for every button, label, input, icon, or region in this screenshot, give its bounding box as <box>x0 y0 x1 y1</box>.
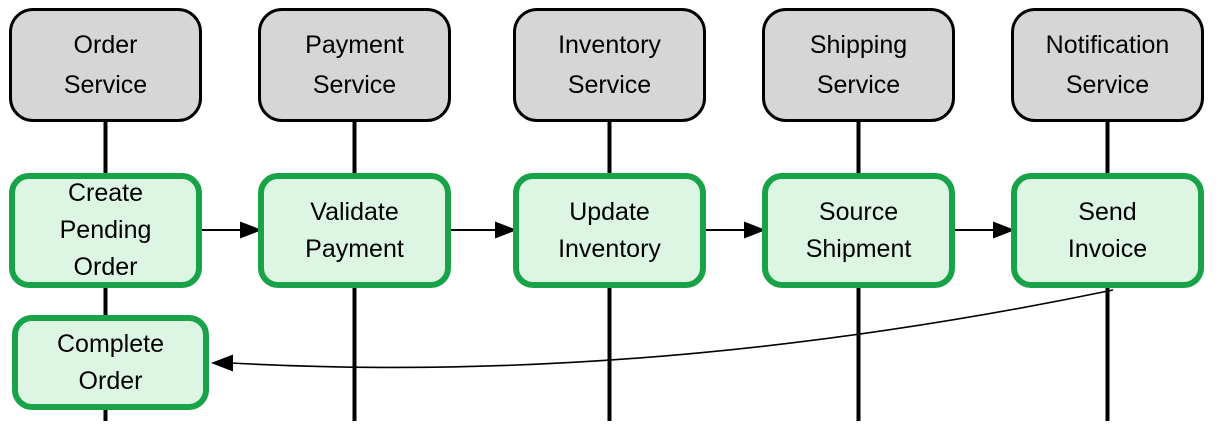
step-label-line: Validate <box>310 197 399 226</box>
step-box-update-inventory: Update Inventory <box>513 173 706 288</box>
service-box-shipping: Shipping Service <box>762 8 955 122</box>
service-box-inventory: Inventory Service <box>513 8 706 122</box>
service-label-line: Service <box>312 71 397 99</box>
step-label-line: Order <box>73 253 138 281</box>
step-label-line: Send <box>1078 197 1137 226</box>
service-label-line: Order <box>73 31 138 59</box>
step-box-source-shipment: Source Shipment <box>762 173 955 288</box>
service-label-line: Notification <box>1045 31 1170 59</box>
step-box-send-invoice: Send Invoice <box>1011 173 1204 288</box>
arrow-validate-to-update <box>451 221 517 239</box>
service-label-line: Shipping <box>809 31 908 59</box>
step-box-create-pending-order: Create Pending Order <box>9 173 202 288</box>
arrow-source-to-send <box>955 221 1015 239</box>
step-label-line: Invoice <box>1067 234 1148 263</box>
service-label-line: Service <box>63 71 148 99</box>
step-label-line: Order <box>78 366 143 395</box>
service-box-order: Order Service <box>9 8 202 122</box>
step-box-validate-payment: Validate Payment <box>258 173 451 288</box>
arrow-create-to-validate <box>202 221 262 239</box>
step-label-line: Shipment <box>805 234 912 263</box>
service-label-line: Payment <box>305 31 404 59</box>
step-label-line: Create <box>67 179 144 207</box>
service-label-line: Service <box>816 71 901 99</box>
step-label-line: Source <box>818 197 899 226</box>
service-label-line: Inventory <box>558 31 661 59</box>
step-box-complete-order: Complete Order <box>12 315 209 410</box>
service-label-line: Service <box>1065 71 1150 99</box>
step-label-line: Pending <box>59 216 152 244</box>
arrow-send-invoice-to-complete-order <box>211 289 1114 372</box>
service-box-notification: Notification Service <box>1011 8 1204 122</box>
step-label-line: Update <box>569 197 650 226</box>
step-label-line: Payment <box>305 234 404 263</box>
service-box-payment: Payment Service <box>258 8 451 122</box>
step-label-line: Inventory <box>558 234 661 263</box>
step-label-line: Complete <box>57 329 164 358</box>
arrow-update-to-source <box>706 221 766 239</box>
service-label-line: Service <box>567 71 652 99</box>
